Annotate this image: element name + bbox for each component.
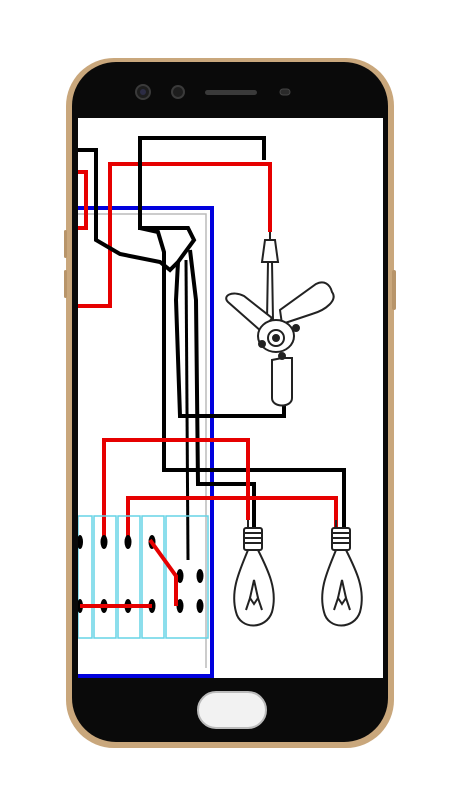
terminal (78, 535, 83, 549)
terminal (196, 569, 204, 583)
front-camera-lens (140, 89, 146, 95)
switch-board (78, 515, 209, 639)
sensor-icon (171, 85, 185, 99)
switch-slot (78, 515, 93, 639)
switch-slot (117, 515, 141, 639)
phase-wire (126, 496, 338, 540)
neutral-wire (139, 226, 346, 528)
earpiece-speaker (205, 90, 257, 95)
side-button (64, 230, 67, 258)
terminal (124, 535, 132, 549)
terminal (196, 599, 204, 613)
side-button (64, 270, 67, 298)
phase-wire (102, 438, 250, 548)
phase-wire (78, 162, 272, 308)
terminal (176, 599, 184, 613)
switch-slot (165, 515, 209, 639)
bulb-icon (321, 520, 363, 627)
switch-lever (148, 538, 178, 606)
top-bezel (135, 84, 291, 100)
wiring-diagram (78, 136, 363, 678)
bulb-icon (233, 520, 275, 627)
home-button-body[interactable] (197, 691, 267, 729)
phase-wire (78, 170, 88, 230)
home-button[interactable] (197, 691, 267, 729)
terminal (100, 535, 108, 549)
side-button (392, 270, 396, 310)
terminal (176, 569, 184, 583)
neutral-wire (184, 259, 190, 561)
proximity-sensor (279, 88, 291, 96)
neutral-wire (173, 261, 286, 418)
switch-slot (141, 515, 165, 639)
ceiling-fan-icon (225, 232, 335, 407)
switch-slot (93, 515, 117, 639)
